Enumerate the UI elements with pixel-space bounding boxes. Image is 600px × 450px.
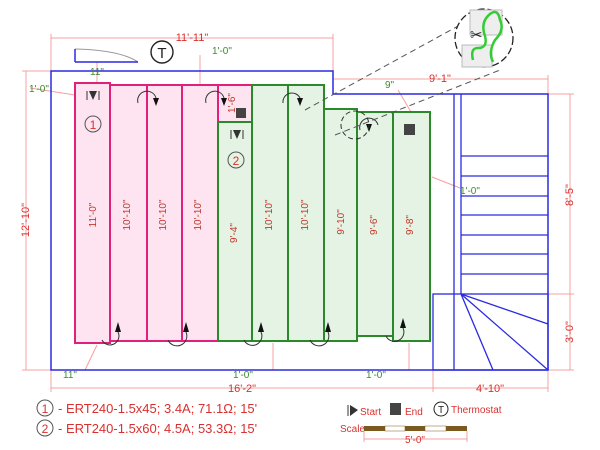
heating-strip[interactable]	[323, 108, 358, 342]
scale-bar: Scale 5'-0"	[340, 424, 468, 446]
dim-left-top-offset: 11"	[90, 67, 104, 78]
dim-stair-width: 4'-10"	[476, 383, 504, 395]
strip-length-label: 9'-8"	[405, 215, 416, 235]
dim-bottom-right: 1'-0"	[366, 370, 386, 381]
svg-text:1: 1	[90, 118, 97, 132]
end-marker-icon	[404, 124, 415, 135]
zone-1-strips[interactable]	[74, 82, 253, 344]
strip-length-label: 10'-10"	[300, 199, 311, 230]
dim-top-width: 11'-11"	[176, 32, 209, 44]
legend-end: End	[390, 403, 423, 418]
dim-bottom-mid: 1'-0"	[233, 370, 253, 381]
strip-length-label: 9'-4"	[229, 223, 240, 243]
svg-text:2: 2	[233, 154, 240, 168]
dim-right-upper-height: 8'-5"	[564, 184, 576, 206]
dim-left-offset: 1'-0"	[29, 84, 49, 95]
staircase	[432, 94, 549, 371]
start-icon	[350, 405, 358, 416]
detail-callout: ✂	[304, 8, 514, 140]
door-icon	[74, 48, 139, 63]
thermostat-symbol: T	[157, 45, 166, 62]
dim-right-lower-height: 3'-0"	[564, 321, 576, 343]
svg-text:2: 2	[42, 422, 49, 436]
svg-text:End: End	[405, 407, 423, 418]
dim-right-offset: 9"	[385, 80, 395, 91]
heating-strip[interactable]	[109, 84, 148, 342]
heating-strip[interactable]	[287, 84, 325, 342]
turn-arrows	[101, 90, 405, 347]
heating-strip[interactable]	[356, 111, 394, 337]
room-outline	[50, 70, 549, 371]
svg-text:Thermostat: Thermostat	[451, 405, 502, 416]
svg-text:1: 1	[42, 402, 49, 416]
strip-length-label: 10'-10"	[158, 199, 169, 230]
thermostat-icon	[433, 401, 449, 417]
svg-text:T: T	[438, 405, 444, 416]
zone-1-spec: - ERT240-1.5x45; 3.4A; 71.1Ω; 15'	[58, 401, 257, 416]
dim-stair-offset: 1'-0"	[460, 186, 480, 197]
cable-loop-icon	[470, 10, 503, 63]
strip-length-label: 11'-0"	[88, 202, 99, 227]
strip-length-label: 9'-6"	[369, 215, 380, 235]
strip-length-label: 9'-10"	[336, 209, 347, 235]
heating-strip[interactable]	[217, 121, 253, 342]
heating-strip[interactable]	[74, 82, 111, 344]
heating-strip[interactable]	[217, 84, 253, 123]
heating-strip[interactable]	[181, 84, 219, 342]
svg-text:5'-0": 5'-0"	[405, 435, 425, 446]
legend-start: Start	[347, 405, 381, 418]
heating-strip[interactable]	[392, 111, 431, 342]
zone-2-legend: 2 - ERT240-1.5x60; 4.5A; 53.3Ω; 15'	[36, 419, 257, 437]
zone-2-strips[interactable]	[217, 84, 431, 342]
dim-bottom-left: 11"	[63, 370, 77, 381]
heating-strip[interactable]	[251, 84, 289, 342]
start-marker-icon	[86, 91, 100, 100]
dim-bottom-width: 16'-2"	[228, 383, 256, 395]
arrowheads	[115, 98, 406, 332]
dim-top-offset: 1'-0"	[212, 46, 232, 57]
legend-thermostat: T Thermostat	[433, 401, 502, 417]
scissors-icon: ✂	[470, 27, 483, 44]
notch-height-label: 1'-6"	[227, 93, 238, 113]
zone-2-spec: - ERT240-1.5x60; 4.5A; 53.3Ω; 15'	[58, 421, 257, 436]
end-marker-icon	[236, 108, 246, 118]
end-icon	[390, 403, 401, 415]
dim-left-height: 12'-10"	[20, 203, 32, 237]
zone-2-badge: 2	[227, 151, 245, 169]
svg-text:Scale: Scale	[340, 424, 365, 435]
zone-1-badge: 1	[84, 115, 102, 133]
dimension-lines	[22, 34, 574, 392]
zone-1-legend: 1 - ERT240-1.5x45; 3.4A; 71.1Ω; 15'	[36, 399, 257, 417]
svg-text:Start: Start	[360, 407, 381, 418]
strip-length-label: 10'-10"	[122, 199, 133, 230]
dim-right-width: 9'-1"	[429, 73, 451, 85]
strip-length-label: 10'-10"	[264, 199, 275, 230]
start-marker-icon	[230, 130, 244, 139]
strip-length-label: 10'-10"	[193, 199, 204, 230]
thermostat-icon[interactable]: T	[150, 40, 174, 64]
